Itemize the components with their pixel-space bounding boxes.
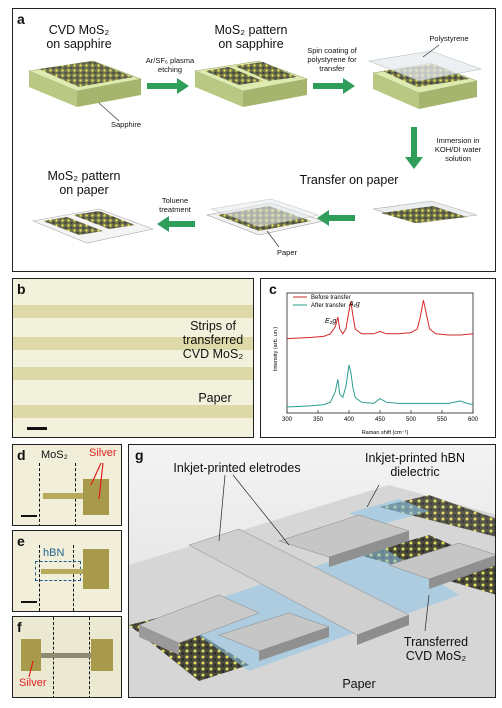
step1-title-2: on sapphire bbox=[46, 37, 112, 51]
silver-arrows-d bbox=[90, 462, 104, 500]
panel-c: c 300 350 400 450 500 550 600 Before transfer … bbox=[260, 278, 496, 438]
x-tick-label-2: 400 bbox=[344, 417, 355, 423]
arrow4-label-1: Toluene bbox=[161, 196, 189, 205]
silver-pad-f-left bbox=[21, 639, 41, 671]
mos2-strip-4 bbox=[13, 405, 253, 418]
dashed-line-e-2 bbox=[73, 545, 74, 611]
scale-bar-d bbox=[21, 515, 37, 517]
mos2-label-g-2: CVD MoS₂ bbox=[405, 649, 467, 663]
x-tick-label-1: 350 bbox=[313, 417, 324, 423]
step2-title-1: MoS₂ pattern bbox=[214, 23, 288, 37]
mos2-strip-1 bbox=[13, 305, 253, 318]
mos2-label-g-1: Transferred bbox=[403, 635, 469, 649]
silver-pad-d bbox=[83, 479, 109, 515]
sapphire-label: Sapphire bbox=[110, 120, 142, 129]
hbn-label-g-1: Inkjet-printed hBN bbox=[364, 451, 466, 465]
paper-label-a: Paper bbox=[276, 248, 297, 257]
panel-a-letter: a bbox=[17, 11, 25, 27]
arrow1-label-1: Ar/SF₆ plasma bbox=[145, 56, 195, 65]
peak-a-label: A₁g bbox=[348, 301, 360, 308]
panel-e: e hBN bbox=[12, 530, 122, 612]
x-tick-label-3: 450 bbox=[375, 417, 386, 423]
silver-line-d bbox=[43, 493, 83, 499]
x-tick-label-0: 300 bbox=[282, 417, 293, 423]
sapphire-block-2 bbox=[193, 60, 309, 107]
x-tick-label-4: 500 bbox=[406, 417, 417, 423]
arrow3-label-1: Immersion in bbox=[436, 136, 480, 145]
process-arrows bbox=[147, 78, 423, 232]
peak-e-label: E₂g bbox=[325, 318, 336, 325]
hbn-label-e: hBN bbox=[43, 547, 65, 559]
final-title-2: on paper bbox=[59, 183, 109, 197]
panel-f-letter: f bbox=[17, 619, 22, 635]
electrodes-label: Inkjet-printed eletrodes bbox=[173, 461, 301, 475]
raman-chart: 300 350 400 450 500 550 600 Before transfer Af… bbox=[273, 292, 479, 436]
strips-label-2: transferred bbox=[182, 333, 244, 347]
panel-e-letter: e bbox=[17, 533, 25, 549]
arrow2-label-3: transfer bbox=[319, 64, 345, 73]
silver-label-f: Silver bbox=[19, 677, 47, 689]
transfer-stack bbox=[372, 200, 478, 224]
scale-bar-e bbox=[21, 601, 37, 603]
silver-line-e bbox=[41, 569, 83, 574]
scale-bar-b bbox=[27, 427, 47, 430]
hbn-label-g-2: dielectric bbox=[390, 465, 440, 479]
strips-label-1: Strips of bbox=[190, 319, 236, 333]
panel-f: f Silver bbox=[12, 616, 122, 698]
panel-a-illustration bbox=[27, 44, 483, 248]
step2-title-2: on sapphire bbox=[218, 37, 284, 51]
panel-b: b Strips of transferred CVD MoS₂ Paper bbox=[12, 278, 254, 438]
arrow2-label-2: polystyrene for bbox=[307, 55, 357, 64]
panel-a: a bbox=[12, 8, 496, 272]
x-tick-label-6: 600 bbox=[468, 417, 479, 423]
arrow3-label-2: KOH/DI water bbox=[434, 145, 482, 154]
sapphire-block-1 bbox=[27, 60, 143, 107]
arrow2-label-1: Spin coating of bbox=[307, 46, 357, 55]
series-line-1 bbox=[286, 364, 474, 408]
silver-label-d: Silver bbox=[89, 447, 117, 459]
paper-label-g: Paper bbox=[342, 677, 376, 691]
panel-d: d MoS₂ Silver bbox=[12, 444, 122, 526]
mos2-strip-3 bbox=[13, 367, 253, 380]
arrow3-label-3: solution bbox=[445, 154, 471, 163]
dashed-line-e-1 bbox=[39, 545, 40, 611]
x-tick-label-5: 550 bbox=[437, 417, 448, 423]
plot-frame bbox=[286, 292, 474, 414]
y-axis-label: Intensity (arb. un.) bbox=[273, 327, 279, 371]
paper-label-b: Paper bbox=[198, 391, 232, 405]
step1-title-1: CVD MoS₂ bbox=[48, 23, 110, 37]
panel-g: g Inkjet-printed eletrodes Inkjet-printe… bbox=[128, 444, 496, 698]
series-line-0 bbox=[286, 300, 474, 340]
arrow1-label-2: etching bbox=[157, 65, 183, 74]
final-paper bbox=[31, 208, 155, 244]
silver-arrow-f bbox=[28, 660, 34, 678]
legend-before: Before transfer bbox=[311, 295, 351, 301]
x-axis-label: Raman shift (cm⁻¹) bbox=[362, 430, 409, 436]
panel-d-letter: d bbox=[17, 447, 26, 463]
transfer-title: Transfer on paper bbox=[299, 173, 399, 187]
final-title-1: MoS₂ pattern bbox=[47, 169, 121, 183]
silver-pad-e bbox=[83, 549, 109, 589]
silver-pad-f-right bbox=[91, 639, 113, 671]
legend-after: After transfer bbox=[311, 303, 346, 309]
arrow4-label-2: treatment bbox=[159, 205, 191, 214]
strips-label-3: CVD MoS₂ bbox=[182, 347, 244, 361]
panel-c-letter: c bbox=[269, 281, 277, 297]
dashed-line-d-1 bbox=[39, 463, 40, 525]
mos2-strip-2 bbox=[13, 337, 253, 350]
panel-g-letter: g bbox=[135, 447, 144, 463]
silver-line-f bbox=[41, 653, 91, 658]
mos2-label-d: MoS₂ bbox=[41, 449, 68, 461]
paper-stack bbox=[205, 198, 325, 236]
device-illustration bbox=[129, 474, 495, 697]
sapphire-block-3 bbox=[367, 50, 483, 109]
polystyrene-label: Polystyrene bbox=[429, 34, 469, 43]
panel-b-letter: b bbox=[17, 281, 26, 297]
